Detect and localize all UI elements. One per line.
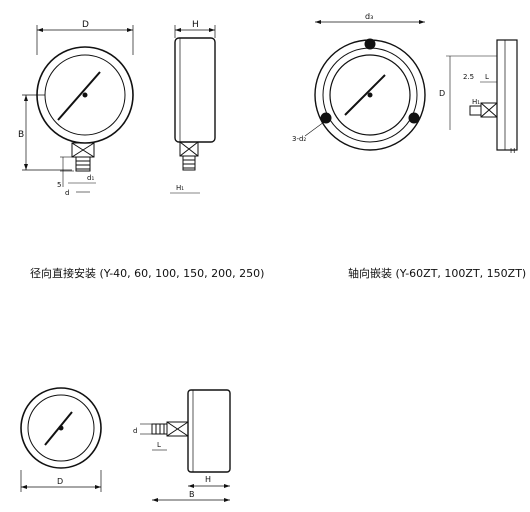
label-B: B [18,130,24,140]
label-5: 5 [57,181,61,189]
label-d: d [65,189,69,197]
mount-hole-left [320,112,332,124]
caption-axial-mount: 轴向嵌装 (Y-60ZT, 100ZT, 150ZT) [348,267,527,280]
axial-thread [469,105,482,116]
mount-hole-right [408,112,420,124]
label-B-back: B [189,490,195,499]
label-H1-axial: H₁ [472,98,480,106]
axial-needle [344,74,386,116]
label-H1: H₁ [176,184,184,192]
socket-cross [71,142,95,158]
label-H-axial: H [510,147,515,155]
label-holes: 3-d₂ [292,135,306,143]
mount-hole-top [364,38,376,50]
label-2-5: 2.5 [463,73,474,81]
thread-hatch [76,160,90,170]
radial-side-view: H H₁ [170,20,216,194]
label-D-axial: D [439,89,445,98]
radial-front-view: D B 5 d₁ d [18,20,134,197]
gauge-needle [57,71,101,121]
back-side-view: d L H B [133,389,231,502]
label-L-back: L [157,441,161,449]
back-needle [44,411,73,446]
back-front-view: D [20,387,102,492]
needle-pivot [82,92,88,98]
side-case [174,37,216,143]
label-H-back: H [205,475,211,484]
back-side-case [187,389,231,473]
side-thread [182,155,196,171]
caption-radial-mount: 径向直接安装 (Y-40, 60, 100, 150, 200, 250) [30,267,265,280]
label-d3: d₃ [365,12,373,21]
label-D-back: D [57,477,63,486]
axial-side-view: D 2.5 L H₁ H [439,39,518,155]
label-H-side: H [192,20,199,30]
back-case [20,387,102,469]
label-D: D [82,20,89,30]
axial-case [496,39,518,151]
axial-front-view: d₃ 3-d₂ [292,12,426,151]
label-d-back: d [133,427,137,435]
axial-dial [329,54,411,136]
socket-thread [75,156,91,172]
label-d1: d₁ [87,174,94,182]
label-L-axial: L [485,73,489,81]
back-dial [27,394,95,462]
